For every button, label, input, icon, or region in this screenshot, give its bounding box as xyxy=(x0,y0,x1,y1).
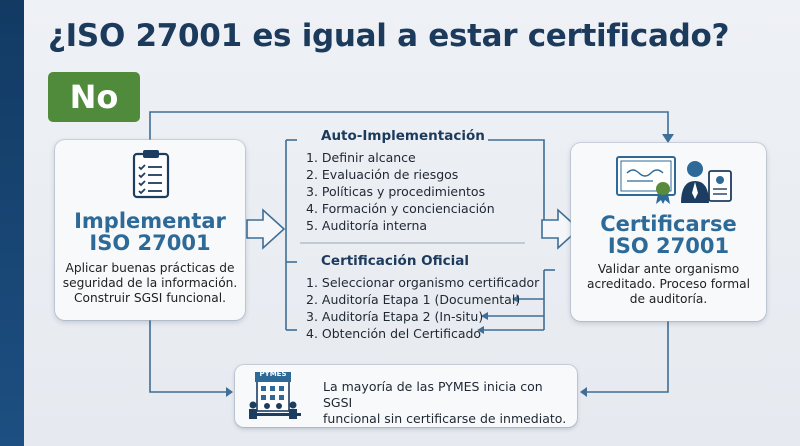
certify-desc-line1: Validar ante organismo xyxy=(597,262,740,276)
implement-title-line2: ISO 27001 xyxy=(89,231,211,255)
answer-badge: No xyxy=(48,72,140,122)
left-accent-stripe xyxy=(0,0,24,446)
clipboard-checklist-icon xyxy=(132,150,170,199)
person-badge-icon xyxy=(681,161,732,203)
implement-title-line1: Implementar xyxy=(74,209,226,233)
top-loop-arrowhead xyxy=(662,134,674,143)
certify-title-line1: Certificarse xyxy=(600,212,737,236)
certify-desc-line3: de auditoría. xyxy=(629,292,708,306)
official-step: 4. Obtención del Certificado xyxy=(306,326,482,341)
certificate-icon xyxy=(616,156,676,204)
certify-desc-line2: acreditado. Proceso formal xyxy=(587,277,750,291)
official-section-title: Certificación Oficial xyxy=(321,253,469,269)
auto-step: 4. Formación y concienciación xyxy=(306,201,495,216)
official-step: 1. Seleccionar organismo certificador xyxy=(306,275,540,290)
left-hollow-arrow xyxy=(246,208,286,250)
implement-desc-line2: seguridad de la información. xyxy=(62,276,238,290)
certify-card: Certificarse ISO 27001 Validar ante orga… xyxy=(571,143,766,321)
pymes-note-line1: La mayoría de las PYMES inicia con SGSI xyxy=(323,379,543,410)
top-loop-arrow xyxy=(149,111,669,140)
pymes-note-card: PYMES La mayoría de las PYMES inicia con… xyxy=(235,365,577,427)
pymes-building-label: PYMES xyxy=(259,370,287,378)
auto-step: 3. Políticas y procedimientos xyxy=(306,184,486,199)
auto-to-right-connector xyxy=(488,139,545,225)
pymes-note-line2: funcional sin certificarse de inmediato. xyxy=(323,411,567,426)
certify-title-line2: ISO 27001 xyxy=(607,234,730,258)
implement-card: Implementar ISO 27001 Aplicar buenas prá… xyxy=(55,140,245,320)
right-to-note-arrow xyxy=(587,321,669,393)
official-steps-list: 1. Seleccionar organismo certificador 2.… xyxy=(306,274,539,342)
official-step: 3. Auditoría Etapa 2 (In-situ) xyxy=(306,309,484,324)
auto-step: 2. Evaluación de riesgos xyxy=(306,167,459,182)
auto-section-title: Auto-Implementación xyxy=(321,128,485,144)
page-title: ¿ISO 27001 es igual a estar certificado? xyxy=(48,18,730,54)
implement-desc-line1: Aplicar buenas prácticas de xyxy=(65,261,235,275)
official-step: 2. Auditoría Etapa 1 (Documental) xyxy=(306,292,521,307)
office-building-meeting-icon xyxy=(249,372,301,419)
auto-step: 1. Definir alcance xyxy=(306,150,416,165)
right-hollow-arrow xyxy=(541,208,581,250)
auto-steps-list: 1. Definir alcance 2. Evaluación de ries… xyxy=(306,149,495,234)
pymes-note-text: La mayoría de las PYMES inicia con SGSI … xyxy=(323,379,573,427)
left-to-note-arrow xyxy=(149,320,226,393)
implement-desc-line3: Construir SGSI funcional. xyxy=(74,291,226,305)
auto-step: 5. Auditoría interna xyxy=(306,218,428,233)
